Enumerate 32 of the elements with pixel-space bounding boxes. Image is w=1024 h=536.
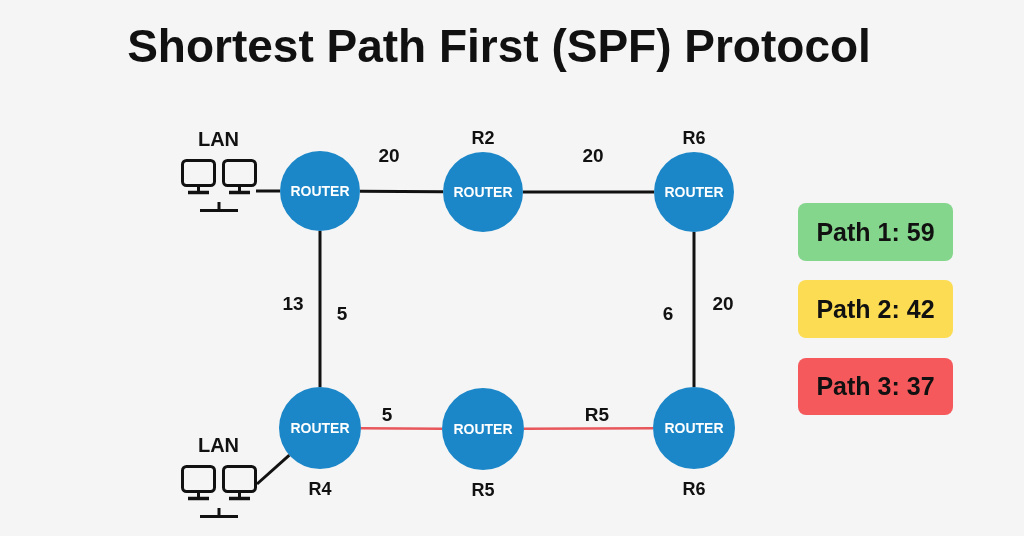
path-box: [798, 358, 953, 415]
path-cost-label: Path 3: 37: [816, 374, 935, 399]
cost-label: 5: [336, 303, 348, 323]
lan-node: [180, 129, 257, 213]
path-box: [798, 203, 953, 261]
lan-node: [180, 435, 257, 519]
router-name: R4: [308, 480, 332, 498]
router-name: R6: [682, 480, 706, 498]
router-name: R5: [471, 481, 495, 499]
router-label: ROUTER: [453, 422, 513, 436]
router-name: R2: [471, 129, 495, 147]
connection-line: [256, 189, 280, 193]
connection-line: [318, 231, 322, 387]
connection-line: [524, 426, 653, 431]
router-label: ROUTER: [290, 421, 350, 435]
path-box: [798, 280, 953, 338]
connection-line: [692, 232, 696, 387]
router-label: ROUTER: [664, 185, 724, 199]
connection-line: [360, 189, 443, 194]
router-name: R6: [682, 129, 706, 147]
lan-label: LAN: [197, 129, 240, 149]
router-label: ROUTER: [453, 185, 513, 199]
router-label: ROUTER: [290, 184, 350, 198]
title: Shortest Path First (SPF) Protocol: [126, 19, 872, 74]
connection-line: [361, 427, 442, 430]
router-label: ROUTER: [664, 421, 724, 435]
cost-label: 20: [712, 293, 734, 313]
connection-line: [523, 190, 654, 194]
path-cost-label: Path 1: 59: [816, 219, 935, 245]
lan-label: LAN: [197, 435, 240, 455]
connection-line: [256, 454, 291, 486]
path-cost-label: Path 2: 42: [816, 296, 935, 322]
